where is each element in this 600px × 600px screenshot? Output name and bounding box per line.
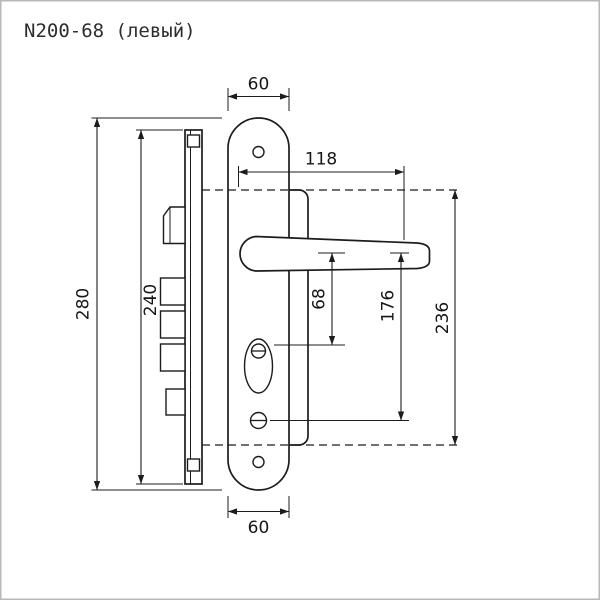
dim-label-handle-to-screw: 176: [379, 290, 399, 322]
drawing-title: N200-68 (левый): [24, 20, 196, 42]
faceplate-strip: [184, 129, 203, 485]
dim-label-handle-length: 118: [305, 150, 337, 170]
faceplate-top-screw: [186, 134, 201, 148]
deadbolt-pin-1: [159, 277, 186, 306]
dim-label-plate-width-top: 60: [248, 75, 270, 95]
deadbolt-pin-3: [159, 343, 186, 372]
dim-handle-length: 118: [238, 150, 405, 240]
dim-plate-width-top: 60: [227, 75, 290, 111]
dim-label-plate-width-bottom: 60: [248, 518, 270, 538]
auxiliary-bolt: [165, 388, 186, 416]
dim-label-screw-spacing: 236: [433, 302, 453, 334]
top-screw-hole: [252, 145, 265, 159]
dim-label-faceplate-height: 240: [141, 284, 161, 316]
faceplate-bottom-screw: [186, 458, 201, 472]
dim-label-overall-height: 280: [74, 288, 94, 320]
latch-bolt: [162, 206, 186, 245]
dim-handle-to-cylinder: 68: [274, 252, 345, 346]
dim-plate-width-bottom: 60: [227, 496, 290, 538]
dim-label-handle-to-cylinder: 68: [310, 288, 330, 310]
dim-faceplate-height: 240: [136, 129, 183, 485]
deadbolt-pin-2: [159, 310, 186, 339]
dim-screw-spacing: 236: [433, 190, 459, 445]
bottom-screw-hole: [252, 455, 265, 469]
dim-overall-height: 280: [74, 117, 222, 491]
dim-handle-to-screw: 176: [270, 252, 409, 421]
escutcheon-plate: [227, 117, 290, 491]
